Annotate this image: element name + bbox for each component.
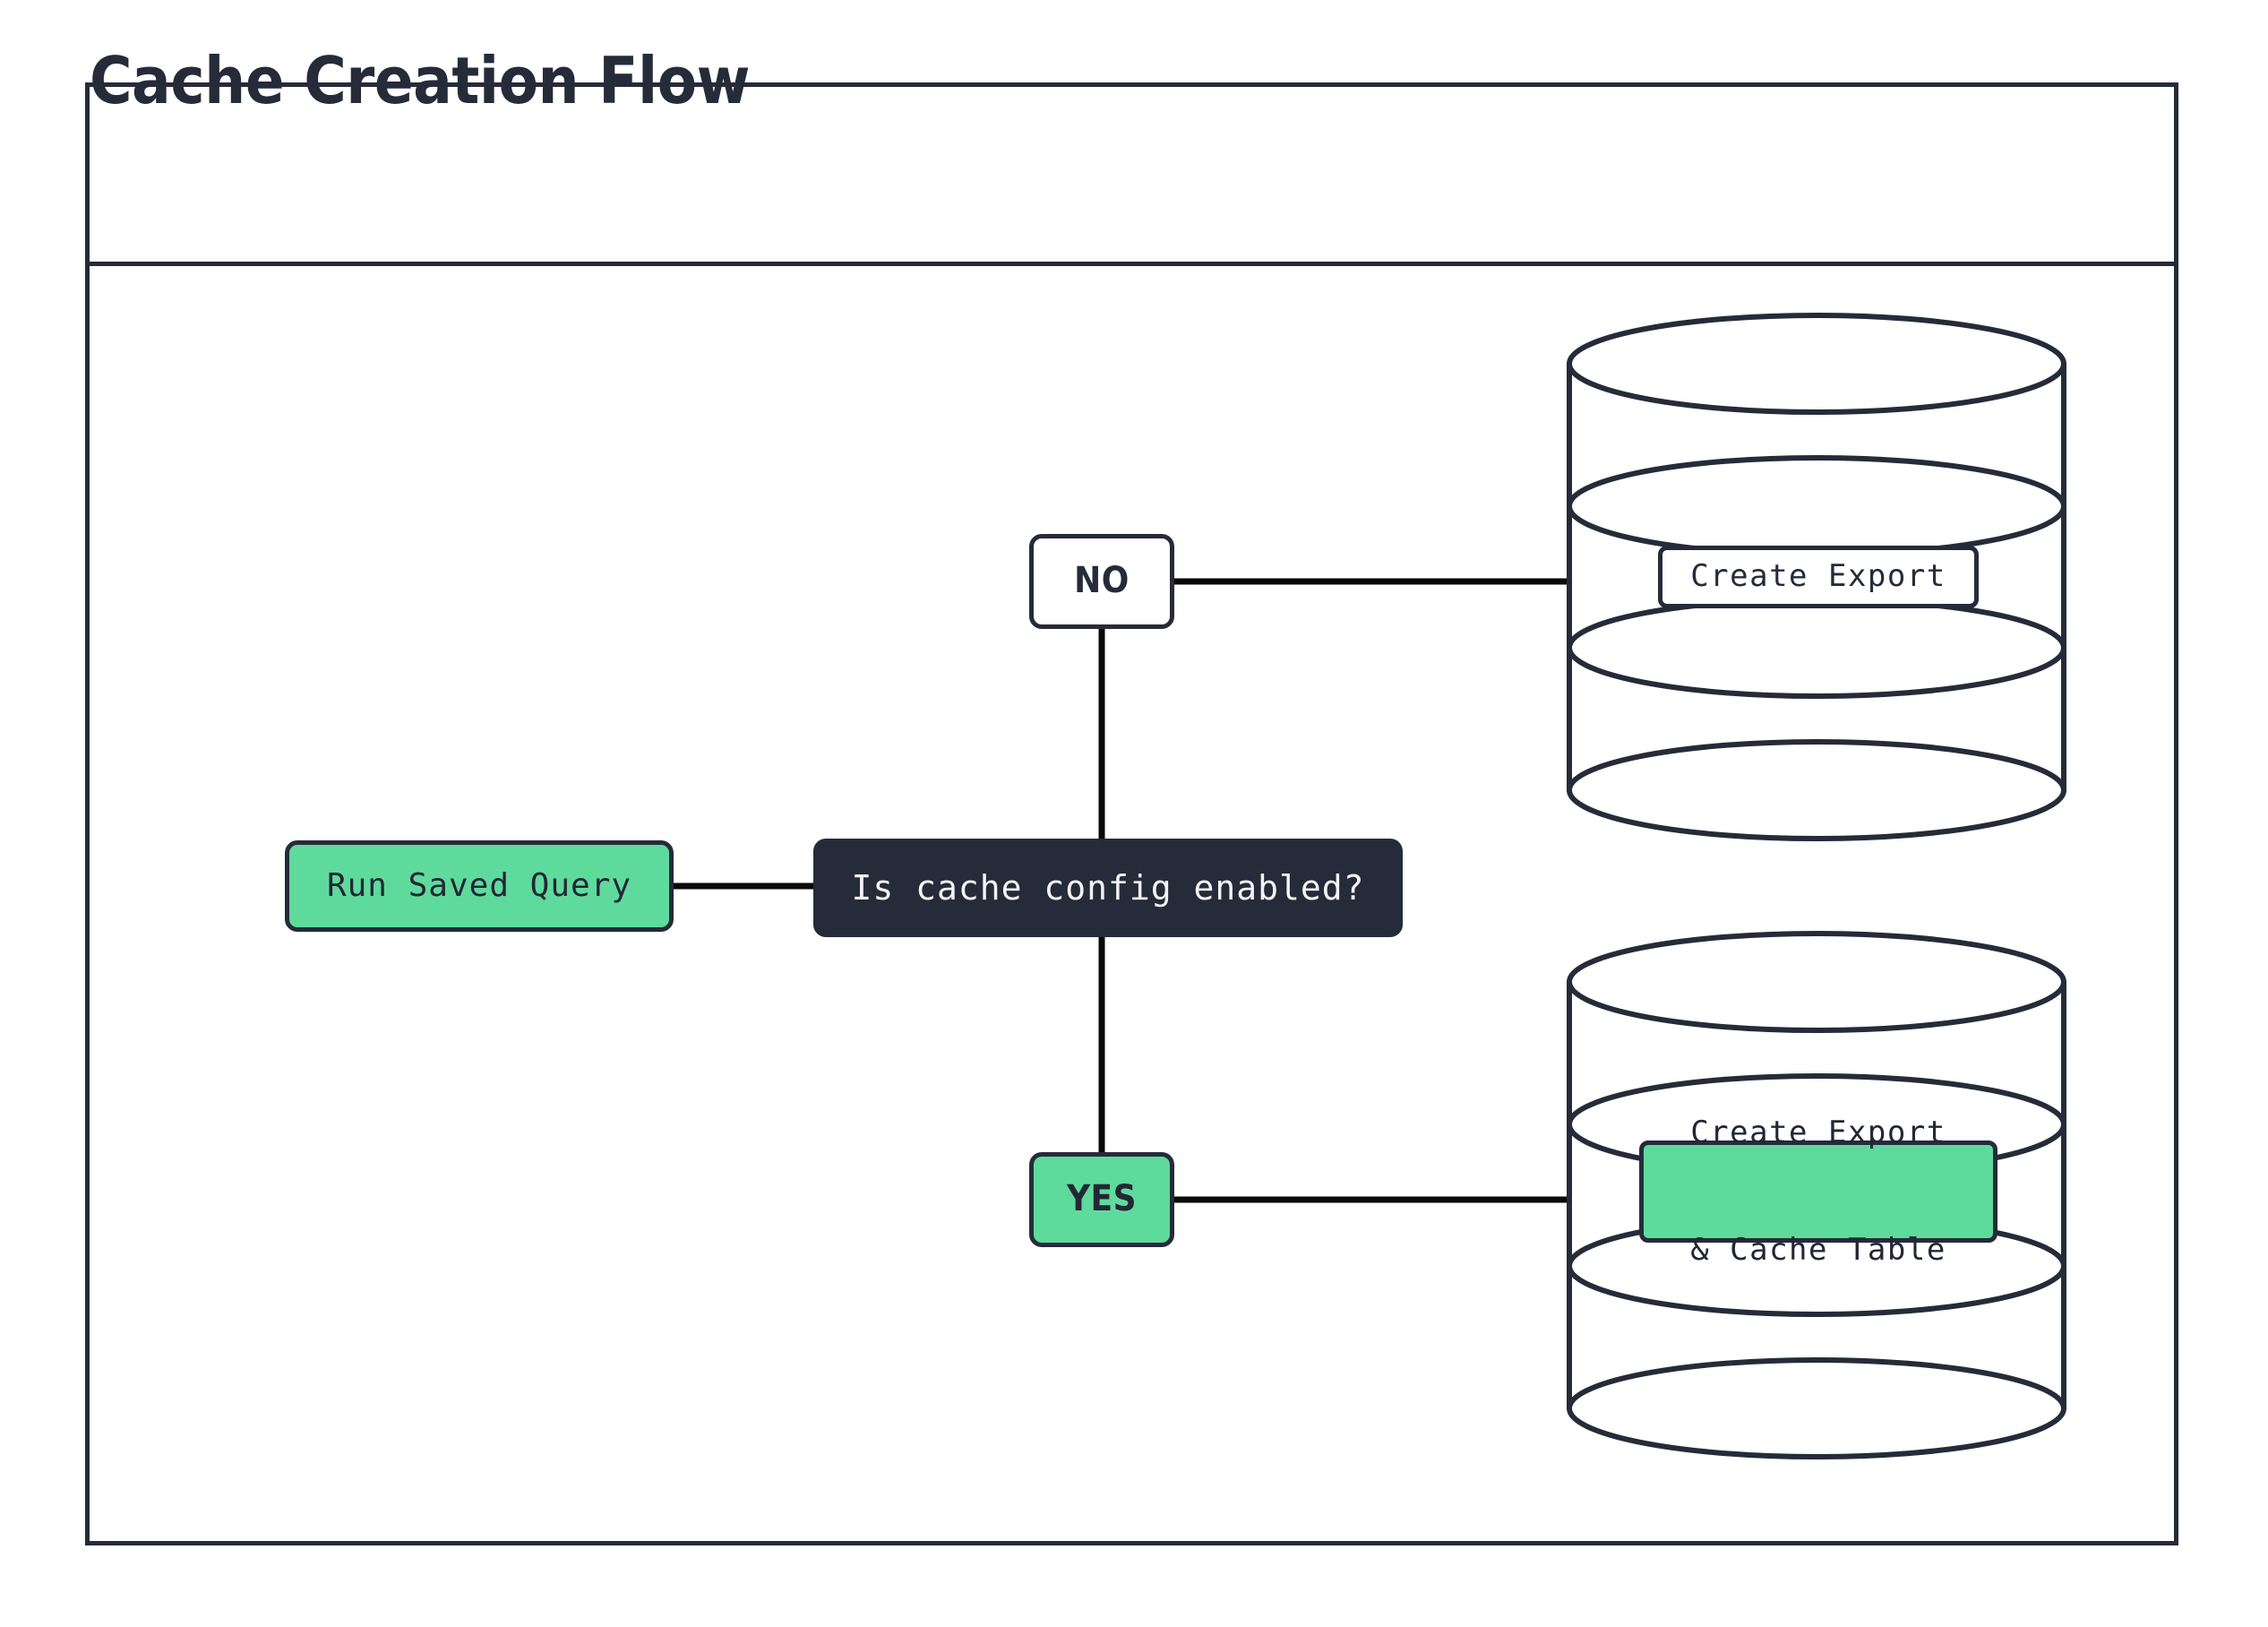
diagram-header: [90, 87, 2174, 266]
node-create-export[interactable]: Create Export: [1658, 546, 1979, 608]
node-create-export-cache-line1: Create Export: [1690, 1114, 1946, 1150]
node-create-export-and-cache-table[interactable]: Create Export & Cache Table: [1639, 1115, 1997, 1268]
node-decision-is-cache-config-enabled[interactable]: Is cache config enabled?: [813, 839, 1403, 937]
branch-label-yes[interactable]: YES: [1029, 1152, 1174, 1247]
branch-label-no[interactable]: NO: [1029, 534, 1174, 629]
node-run-saved-query[interactable]: Run Saved Query: [285, 840, 674, 932]
page-title: Cache Creation Flow: [90, 43, 750, 118]
node-create-export-cache-line2: & Cache Table: [1690, 1231, 1946, 1268]
